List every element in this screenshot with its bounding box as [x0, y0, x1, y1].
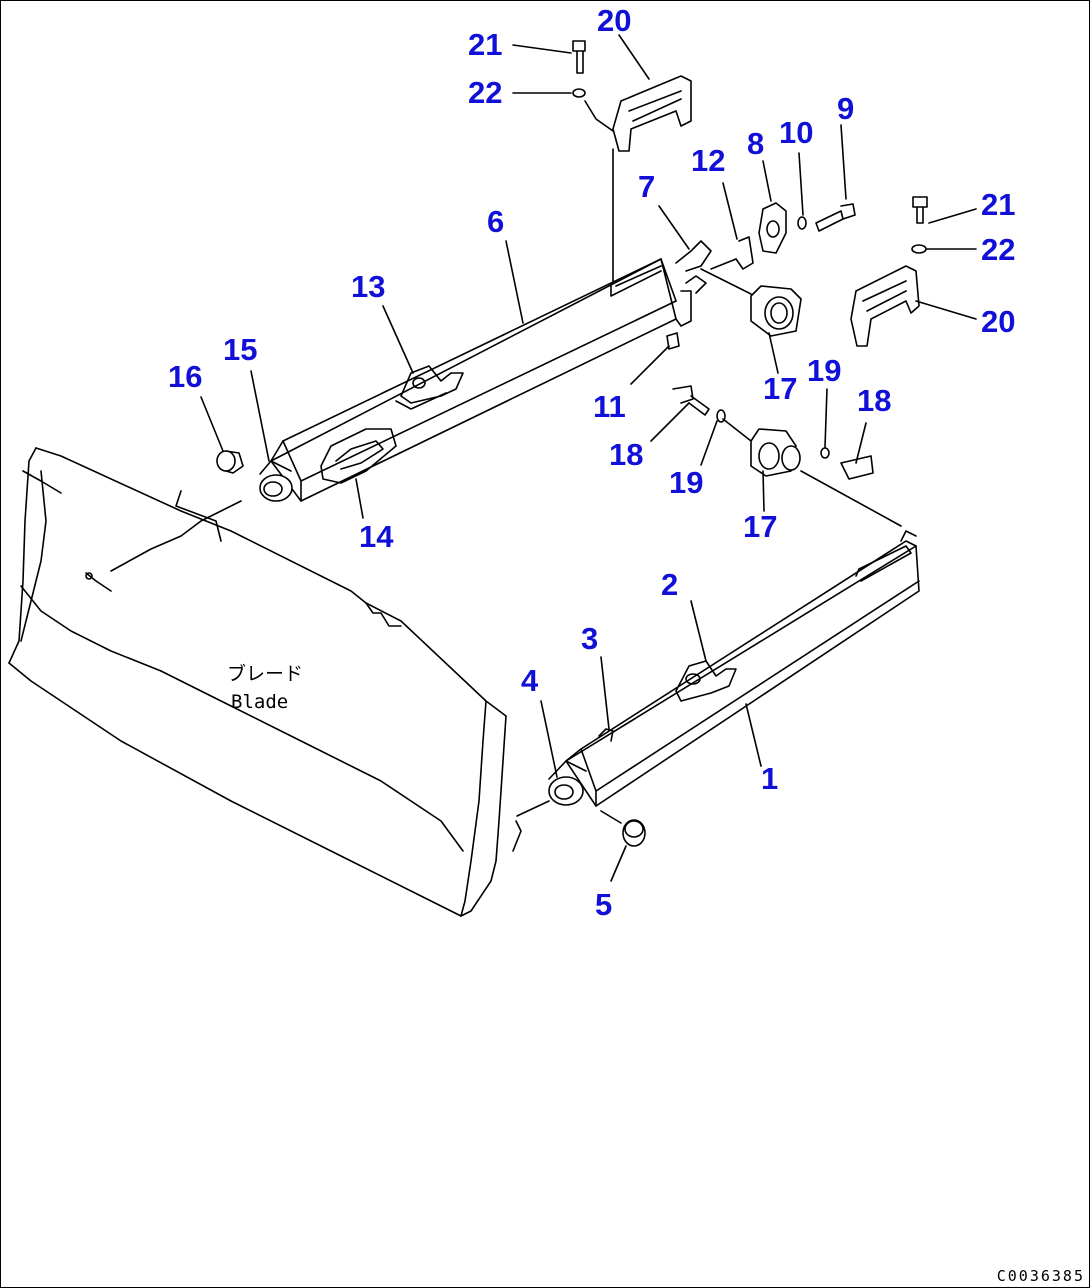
callout-15: 15 [223, 332, 258, 367]
small-parts [216, 40, 928, 847]
callout-2: 2 [661, 567, 679, 602]
upper-arm [259, 240, 712, 502]
callout-8: 8 [747, 126, 765, 161]
callout-6: 6 [487, 204, 505, 239]
callout-18-right: 18 [857, 383, 892, 418]
callout-4: 4 [521, 663, 539, 698]
callout-14: 14 [359, 519, 394, 554]
callout-11: 11 [593, 389, 626, 424]
callout-18-left: 18 [609, 437, 644, 472]
callout-21-upper: 21 [468, 27, 503, 62]
assembly-lines [110, 100, 902, 824]
callout-19-right: 19 [807, 353, 842, 388]
callout-16: 16 [168, 359, 203, 394]
drawing-code: C0036385 [996, 1267, 1085, 1285]
callout-3: 3 [581, 621, 599, 656]
callout-9: 9 [837, 91, 855, 126]
blade [8, 447, 522, 917]
lower-arm [548, 530, 920, 807]
callout-19-left: 19 [669, 465, 704, 500]
callout-13: 13 [351, 269, 386, 304]
callout-5: 5 [595, 887, 613, 922]
blade-label-japanese: ブレード [227, 663, 304, 685]
callout-21-lower: 21 [981, 187, 1016, 222]
callout-17-upper: 17 [763, 371, 798, 406]
callout-7: 7 [638, 169, 656, 204]
callout-22-lower: 22 [981, 232, 1016, 267]
callout-10: 10 [779, 115, 814, 150]
callout-12: 12 [691, 143, 726, 178]
callout-22-upper: 22 [468, 75, 503, 110]
leader-lines [200, 34, 977, 882]
callout-1: 1 [761, 761, 779, 796]
callout-20-lower: 20 [981, 304, 1016, 339]
blade-label-english: Blade [231, 691, 289, 713]
callout-20-upper: 20 [597, 3, 632, 38]
callout-17-lower: 17 [743, 509, 778, 544]
